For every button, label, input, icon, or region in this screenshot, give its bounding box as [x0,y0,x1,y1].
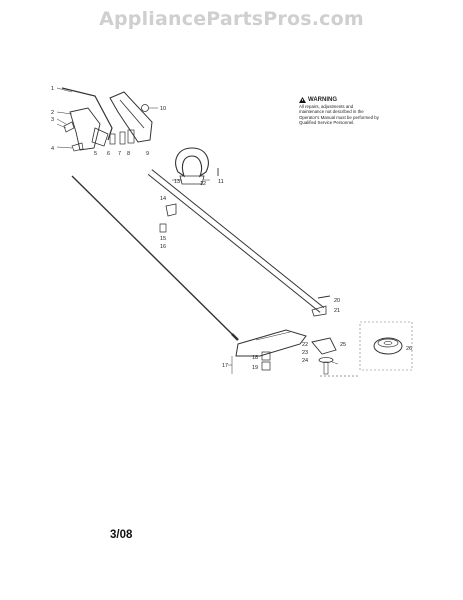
assist-handle-assembly [159,147,219,233]
callout-26: 26 [406,346,412,352]
callout-13: 13 [174,179,180,185]
callout-12: 12 [200,181,206,187]
callout-1: 1 [51,86,54,92]
handle-housing [109,91,153,143]
drive-shaft [71,175,239,341]
callout-19: 19 [252,365,258,371]
debris-guard [235,329,307,357]
debris-guard-assembly [228,329,307,374]
gearhead-assembly [311,337,339,375]
callout-20: 20 [334,298,340,304]
warning-notice: WARNING All repairs, adjustments and mai… [299,97,379,126]
warning-triangle-icon [299,97,306,103]
warning-title: WARNING [299,97,379,103]
trimmer-head-assembly [320,321,413,377]
callout-25: 25 [340,342,346,348]
trigger-part [69,107,101,151]
callout-3: 3 [51,117,54,123]
callout-9: 9 [146,151,149,157]
page-code: 3/08 [110,529,133,541]
callout-11: 11 [218,179,224,185]
warning-body: All repairs, adjustments and maintenance… [299,104,379,126]
callout-16: 16 [160,244,166,250]
engine-housing-assembly [56,87,158,152]
callout-14: 14 [160,196,166,202]
warning-title-text: WARNING [308,97,337,103]
shaft-end-parts [311,295,331,317]
callout-17: 17 [222,363,228,369]
callout-21: 21 [334,308,340,314]
watermark: AppliancePartsPros.com [99,8,364,30]
callout-5: 5 [94,151,97,157]
callout-15: 15 [160,236,166,242]
j-handle [175,147,209,178]
callout-23: 23 [302,350,308,356]
callout-10: 10 [160,106,166,112]
callout-2: 2 [51,110,54,116]
callout-labels: 1 2 3 4 5 6 7 8 9 10 11 12 13 14 15 16 1… [51,86,412,371]
callout-18: 18 [252,355,258,361]
callout-24: 24 [302,358,308,364]
callout-4: 4 [51,146,54,152]
callout-6: 6 [107,151,110,157]
callout-22: 22 [302,342,308,348]
shaft-tube [147,169,325,313]
callout-7: 7 [118,151,121,157]
callout-8: 8 [127,151,130,157]
